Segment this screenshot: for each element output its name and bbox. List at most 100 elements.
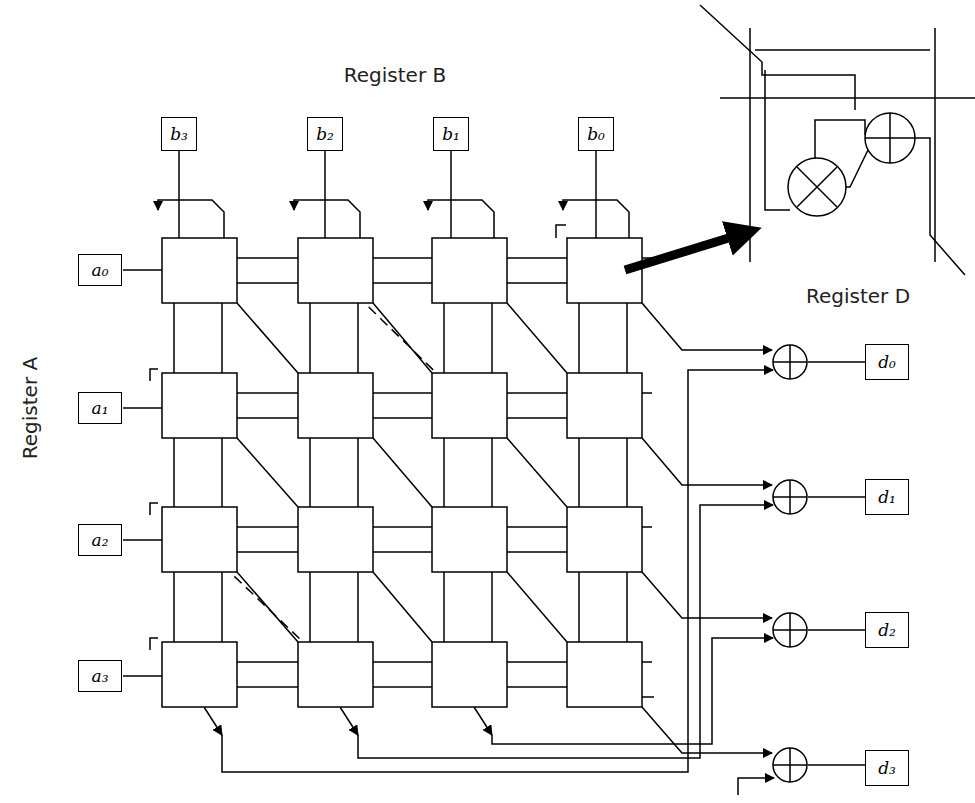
wire <box>178 150 180 238</box>
wire <box>237 686 298 688</box>
wire <box>373 572 432 642</box>
processing-cell <box>567 642 642 707</box>
wire <box>450 150 452 238</box>
wire <box>158 200 224 238</box>
register-d-cell: d₃ <box>865 750 909 786</box>
wire <box>443 438 445 507</box>
register-bit-label: a₀ <box>92 262 109 279</box>
wire <box>507 282 567 284</box>
register-d-cell: d₁ <box>865 479 909 515</box>
wire <box>563 200 629 238</box>
processing-cell <box>432 373 507 438</box>
wire <box>373 438 432 507</box>
wire <box>642 392 652 394</box>
wire <box>507 551 567 553</box>
xor-symbol <box>773 345 807 379</box>
wire <box>237 661 298 663</box>
wire <box>626 303 628 373</box>
wire <box>173 438 175 507</box>
register-label: Register D <box>804 284 912 308</box>
processing-cell <box>298 507 373 572</box>
wire <box>642 303 772 350</box>
wire <box>358 505 773 758</box>
wire <box>507 392 567 394</box>
wire <box>237 526 298 528</box>
wire <box>507 438 567 507</box>
wire <box>492 638 773 744</box>
register-label: Register A <box>18 355 42 461</box>
register-a-cell: a₀ <box>78 254 122 286</box>
wire <box>123 269 162 271</box>
wire <box>237 257 298 259</box>
wire <box>738 778 774 795</box>
wire <box>309 572 311 642</box>
register-a-cell: a₂ <box>78 524 122 556</box>
register-label: Register B <box>342 63 448 87</box>
processing-cell <box>298 642 373 707</box>
wire <box>373 551 432 553</box>
wire <box>237 303 298 373</box>
register-bit-label: b₀ <box>587 126 605 143</box>
register-b-cell: b₃ <box>161 117 197 151</box>
wire <box>373 526 432 528</box>
wire <box>428 200 494 238</box>
wire <box>237 417 298 419</box>
wire <box>357 438 359 507</box>
wire <box>237 392 298 394</box>
wire <box>626 438 628 507</box>
wire <box>443 572 445 642</box>
wire <box>642 572 772 618</box>
xor-symbol <box>773 480 807 514</box>
wire <box>642 696 654 698</box>
processing-cell <box>162 238 237 303</box>
wire <box>221 572 223 642</box>
wire <box>578 438 580 507</box>
wire <box>507 661 567 663</box>
wire <box>556 225 566 238</box>
wire <box>237 572 298 642</box>
wire <box>373 392 432 394</box>
wire <box>294 200 360 238</box>
wire <box>507 303 567 373</box>
register-d-cell: d₀ <box>865 344 909 380</box>
callout-arrow <box>625 232 748 270</box>
register-bit-label: d₂ <box>878 622 896 639</box>
wire <box>373 686 432 688</box>
wire <box>373 282 432 284</box>
wire <box>340 707 358 735</box>
wire <box>373 661 432 663</box>
wire <box>123 407 162 409</box>
wire <box>808 361 865 363</box>
cells <box>162 238 642 707</box>
register-bit-label: b₂ <box>316 126 334 143</box>
wire <box>237 282 298 284</box>
register-bit-label: a₃ <box>92 668 109 685</box>
wire <box>808 629 865 631</box>
processing-cell <box>298 238 373 303</box>
wire <box>357 572 359 642</box>
processing-cell <box>567 507 642 572</box>
wire <box>595 150 597 238</box>
register-bit-label: d₁ <box>878 489 896 506</box>
wire <box>173 572 175 642</box>
wire <box>507 257 567 259</box>
wire <box>221 438 223 507</box>
register-b-cell: b₁ <box>433 117 469 151</box>
processing-cell <box>432 642 507 707</box>
register-a-cell: a₁ <box>78 392 122 424</box>
register-bit-label: b₁ <box>442 126 460 143</box>
wire <box>491 303 493 373</box>
wire <box>357 303 359 373</box>
xor-symbol <box>773 613 807 647</box>
wire <box>309 438 311 507</box>
wire <box>221 303 223 373</box>
processing-cell <box>162 642 237 707</box>
wire <box>491 572 493 642</box>
wire <box>123 539 162 541</box>
wire <box>808 764 865 766</box>
wire <box>204 707 222 735</box>
register-a-cell: a₃ <box>78 660 122 692</box>
register-bit-label: b₃ <box>170 126 188 143</box>
